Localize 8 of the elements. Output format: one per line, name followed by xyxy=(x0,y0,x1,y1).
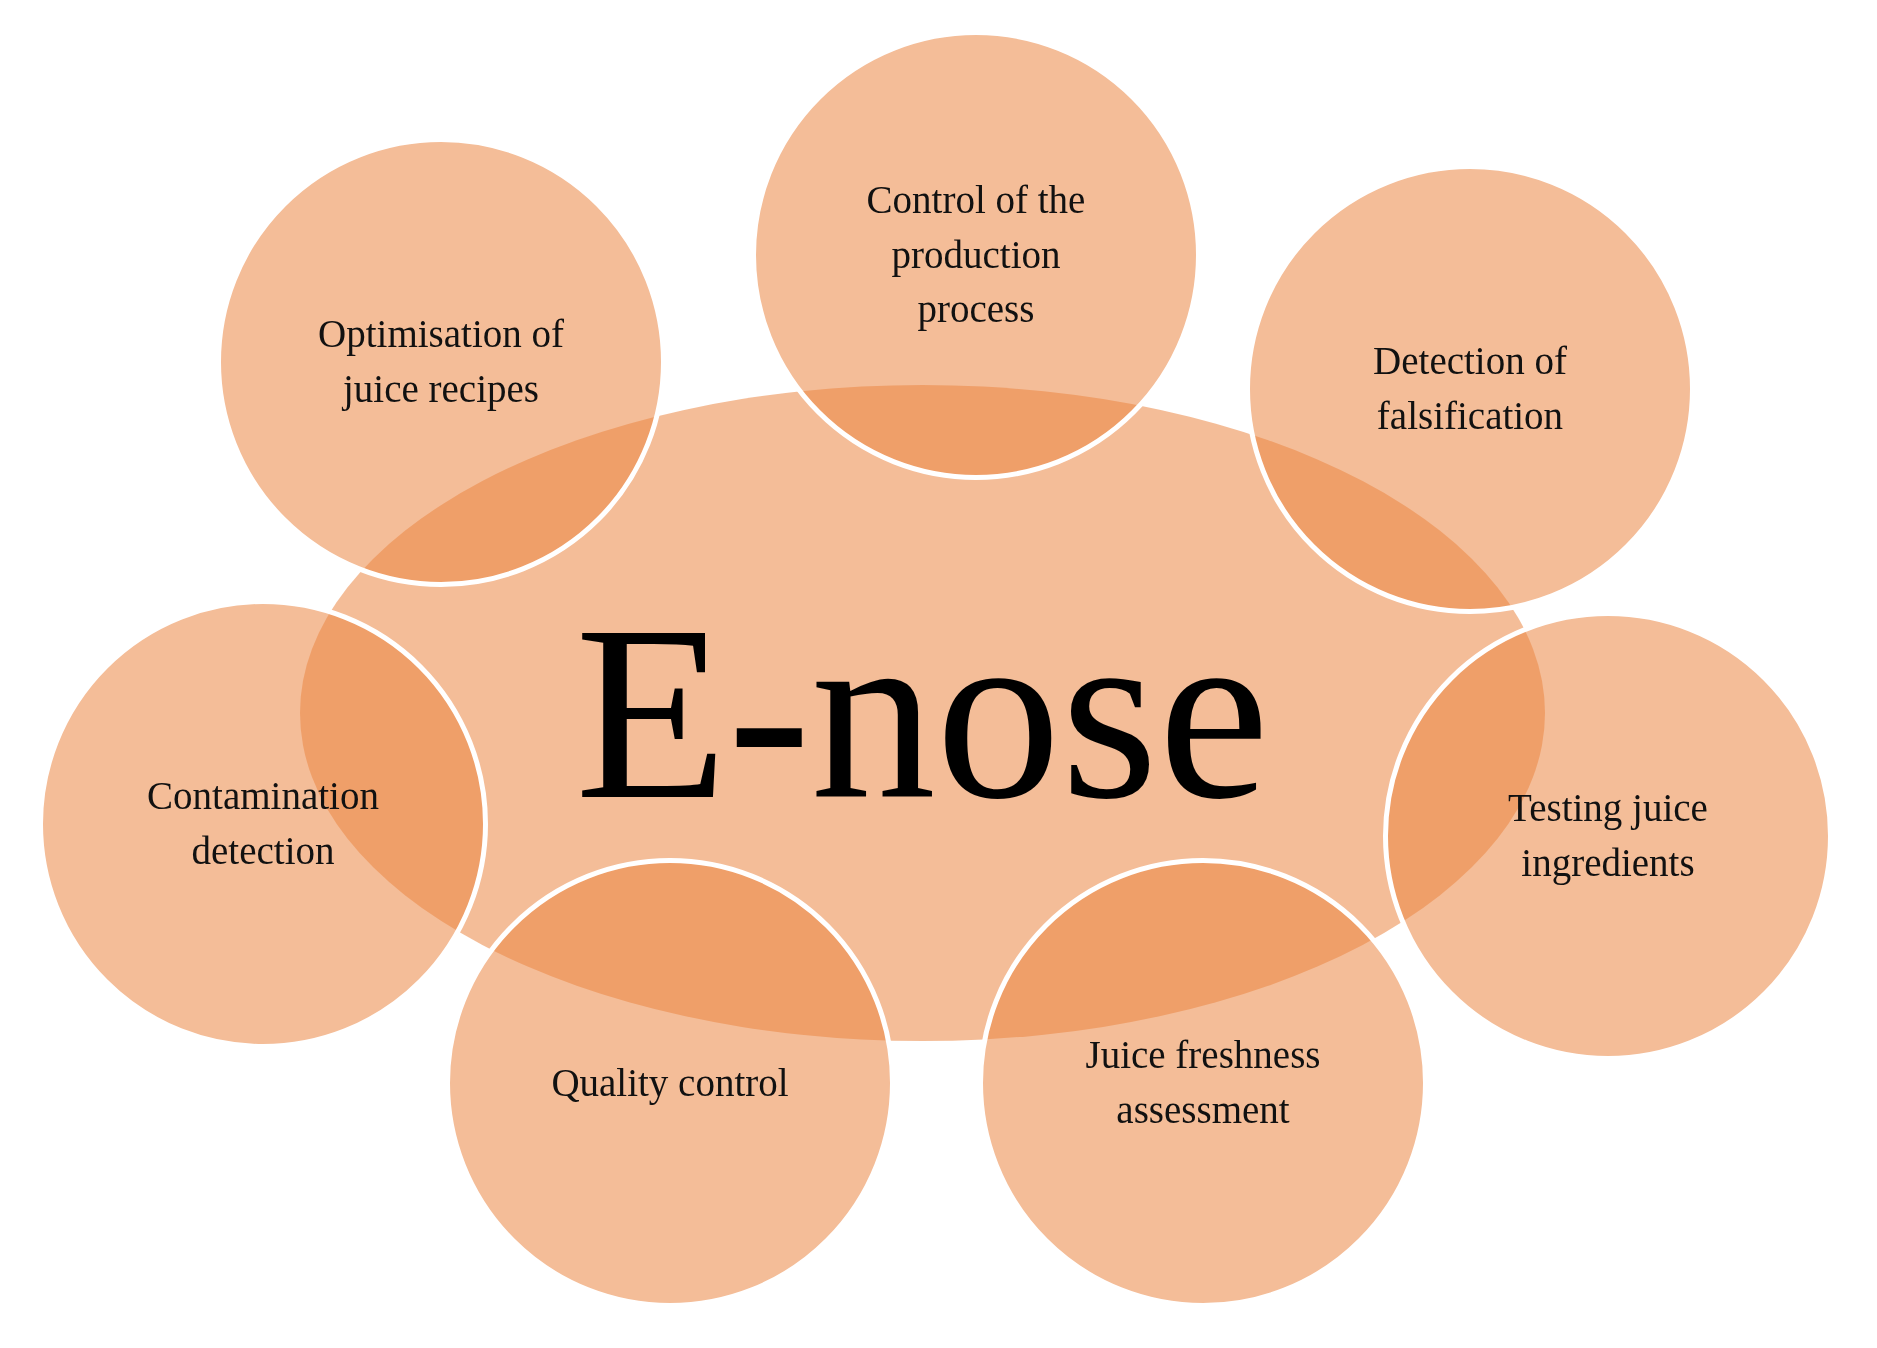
node-label: Optimisation of juice recipes xyxy=(317,311,565,413)
node-label: Contamination detection xyxy=(146,773,380,874)
node-label: Detection of falsification xyxy=(1372,338,1568,439)
node-label: Testing juice ingredients xyxy=(1507,785,1709,887)
center-title: E-nose xyxy=(574,588,1270,838)
node-label: Juice freshness assessment xyxy=(1084,1032,1322,1133)
node-label: Quality control xyxy=(551,1059,789,1107)
node-label: Control of the production process xyxy=(865,177,1087,333)
